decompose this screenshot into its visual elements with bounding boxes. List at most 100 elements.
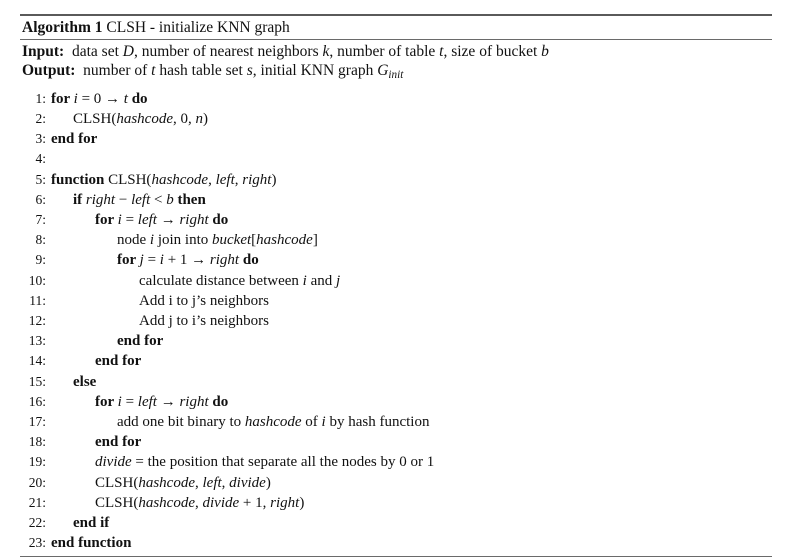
code-line: 17:add one bit binary to hashcode of i b… xyxy=(20,412,772,432)
line-number: 13: xyxy=(28,333,46,349)
line-content: CLSH(hashcode, left, divide) xyxy=(51,474,772,493)
line-content: Add j to i’s neighbors xyxy=(51,312,772,331)
code-token: left xyxy=(137,212,157,228)
code-token: divide xyxy=(95,454,132,471)
input-text-1: data set xyxy=(71,43,123,60)
code-token: = xyxy=(121,393,138,410)
code-token: , xyxy=(195,494,203,511)
code-token: CLSH( xyxy=(95,474,139,491)
code-token: [ xyxy=(251,232,257,249)
output-var-t: t xyxy=(151,62,156,79)
code-token: CLSH( xyxy=(95,494,139,511)
code-token: ] xyxy=(312,232,318,249)
code-token: else xyxy=(73,373,97,390)
output-text-1: number of xyxy=(83,62,152,79)
input-label: Input: xyxy=(22,43,65,60)
code-token: = the position that separate all the nod… xyxy=(131,454,435,471)
code-token: hashcode xyxy=(151,171,209,188)
code-line: 13: end for xyxy=(20,331,772,351)
line-number: 8: xyxy=(35,232,46,248)
line-content: for i = 0 → t do xyxy=(51,90,772,109)
code-token: end for xyxy=(95,434,142,451)
line-content xyxy=(51,150,772,169)
line-number: 23: xyxy=(28,535,46,551)
code-token: ) xyxy=(265,474,271,491)
rule-top xyxy=(20,14,772,16)
line-content: for j = i + 1 → right do xyxy=(51,251,772,270)
input-text-4: , size of bucket xyxy=(443,43,542,60)
output-text-3: , initial KNN graph xyxy=(252,62,378,79)
line-content: divide = the position that separate all … xyxy=(51,453,772,472)
algorithm-input-line: Input: data set D, number of nearest nei… xyxy=(20,42,772,61)
code-token: CLSH( xyxy=(73,110,117,127)
line-content: CLSH(hashcode, 0, n) xyxy=(51,110,772,129)
code-token: for xyxy=(51,90,74,107)
line-number: 5: xyxy=(35,171,46,187)
output-label: Output: xyxy=(22,62,76,79)
code-token: hashcode xyxy=(138,494,195,511)
line-number: 15: xyxy=(28,373,46,389)
code-token: = xyxy=(121,212,138,228)
code-token: add one bit binary to xyxy=(117,414,245,431)
line-content: else xyxy=(51,373,772,392)
code-token: and xyxy=(306,272,337,289)
code-token: , xyxy=(208,171,216,188)
line-content: end if xyxy=(51,514,772,533)
line-number: 11: xyxy=(29,292,46,308)
code-token: → xyxy=(191,252,207,269)
code-token: left xyxy=(202,474,222,491)
code-token: join into xyxy=(154,232,213,249)
code-token: < xyxy=(150,191,167,208)
input-var-b: b xyxy=(541,43,549,60)
code-token: end for xyxy=(51,131,98,148)
code-token: end for xyxy=(117,333,164,350)
algorithm-title: Algorithm 1 CLSH - initialize KNN graph xyxy=(20,16,772,39)
input-var-d: D xyxy=(122,43,134,60)
code-token: = 0 xyxy=(77,90,106,107)
line-number: 7: xyxy=(35,212,46,227)
input-text-3: , number of table xyxy=(329,43,440,60)
code-token: for xyxy=(117,252,140,269)
line-content: end for xyxy=(51,130,772,149)
code-token: left xyxy=(131,191,151,208)
code-line: 4: xyxy=(20,149,772,169)
code-token: right xyxy=(270,494,300,511)
line-number: 20: xyxy=(28,474,46,490)
code-token: calculate distance between xyxy=(139,272,303,289)
line-content: function CLSH(hashcode, left, right) xyxy=(51,171,772,190)
code-line: 11:Add i to j’s neighbors xyxy=(20,291,772,311)
code-token: j xyxy=(139,252,144,269)
code-token: hashcode xyxy=(256,232,313,249)
code-line: 9: for j = i + 1 → right do xyxy=(20,250,772,270)
line-content: if right − left < b then xyxy=(51,191,772,210)
line-number: 4: xyxy=(35,151,46,167)
line-content: end for xyxy=(51,332,772,351)
line-content: CLSH(hashcode, divide + 1, right) xyxy=(51,494,772,513)
code-token: hashcode xyxy=(138,474,195,491)
line-content: end for xyxy=(51,352,772,371)
code-token: end for xyxy=(95,353,142,370)
line-content: for i = left → right do xyxy=(51,211,772,230)
line-number: 10: xyxy=(28,272,46,288)
code-line: 15: else xyxy=(20,372,772,392)
code-token: → xyxy=(160,212,176,228)
code-line: 12:Add j to i’s neighbors xyxy=(20,311,772,331)
input-var-k: k xyxy=(322,43,330,60)
code-line: 5: function CLSH(hashcode, left, right) xyxy=(20,170,772,190)
code-token: i xyxy=(73,90,78,107)
code-token: = xyxy=(143,252,160,269)
algorithm-title-label: Algorithm 1 xyxy=(22,19,103,36)
output-var-s: s xyxy=(246,62,253,79)
input-var-t: t xyxy=(439,43,444,60)
line-number: 9: xyxy=(35,252,46,268)
code-token: do xyxy=(242,252,259,269)
line-number: 3: xyxy=(35,131,46,147)
code-token: divide xyxy=(202,494,240,511)
code-token: i xyxy=(302,272,307,289)
line-number: 21: xyxy=(28,494,46,510)
code-token: ) xyxy=(203,110,208,127)
code-token: i xyxy=(321,414,326,431)
code-line: 19:divide = the position that separate a… xyxy=(20,452,772,472)
code-token: do xyxy=(212,212,229,228)
line-number: 22: xyxy=(28,515,46,531)
